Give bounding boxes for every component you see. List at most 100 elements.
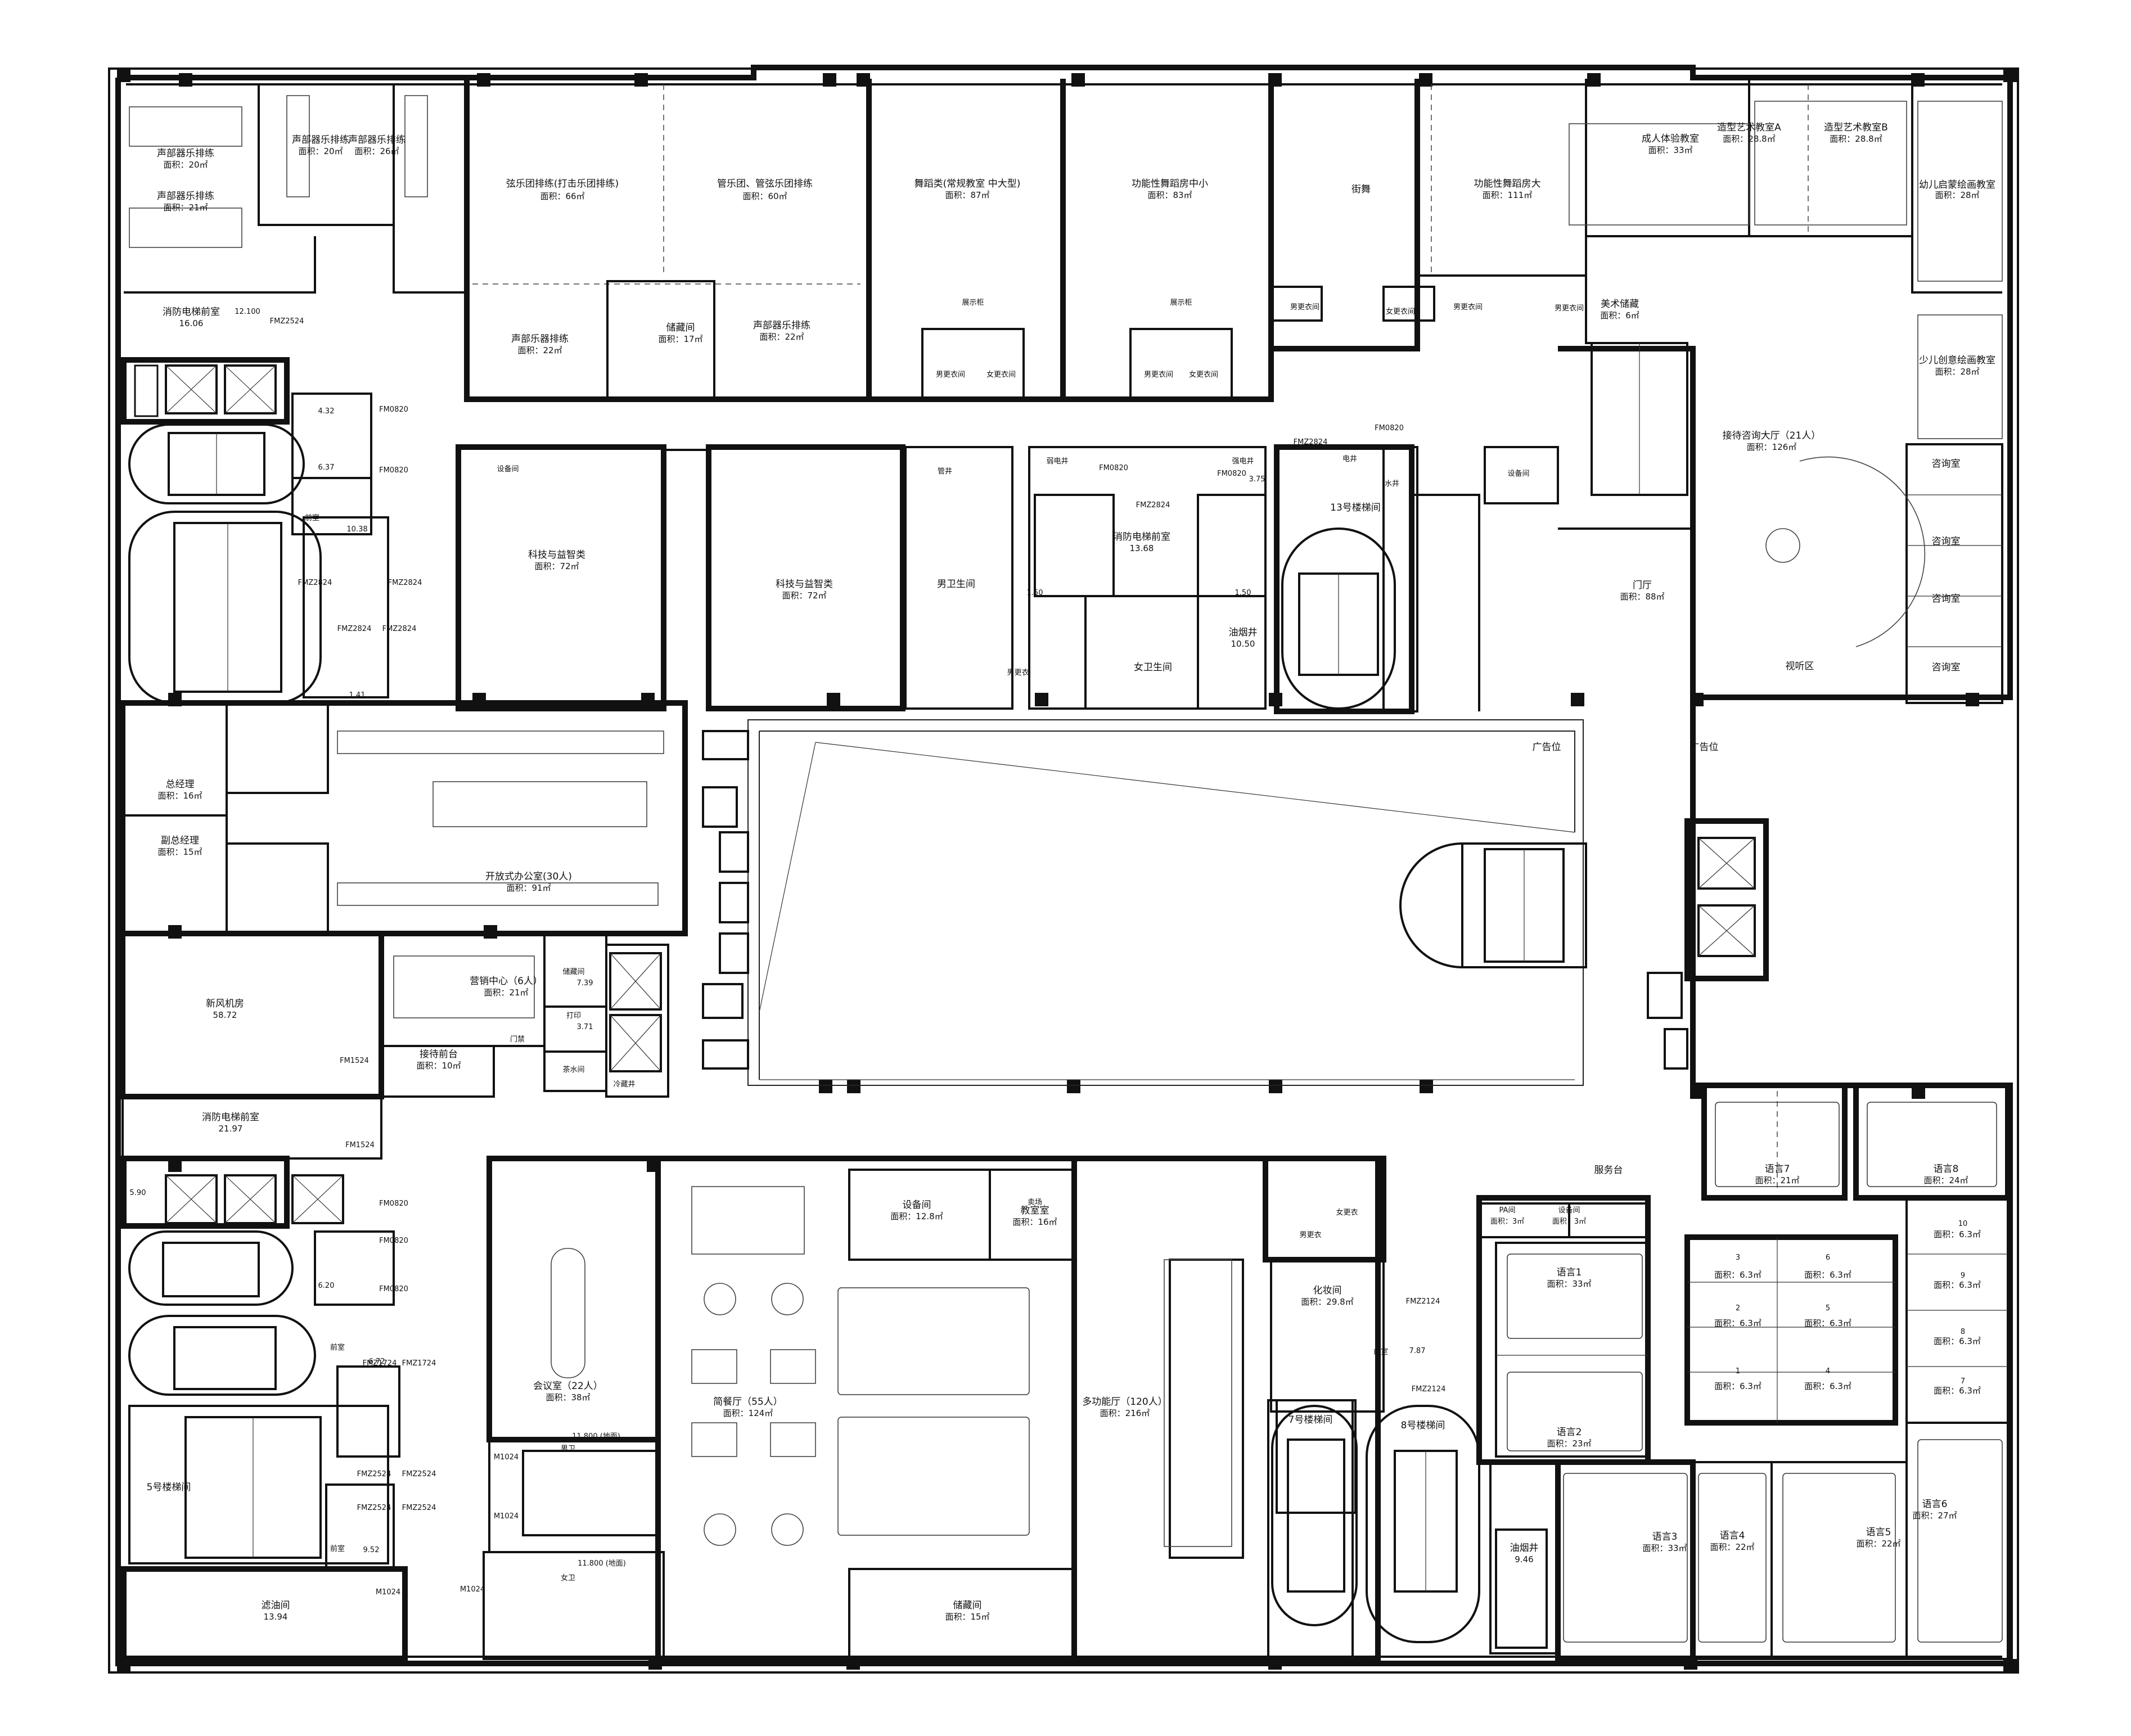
room-name: 语言5: [1866, 1527, 1891, 1538]
room-area: 13.68: [1130, 543, 1154, 553]
room-name: 设备间: [1558, 1206, 1580, 1215]
room-name: 新风机房: [206, 998, 244, 1009]
door-code: FMZ2824: [1136, 501, 1170, 509]
room-area: 面积：21㎡: [484, 988, 528, 998]
room-name: 功能性舞蹈房大: [1474, 178, 1541, 190]
room-name: 多功能厅（120人）: [1082, 1396, 1167, 1408]
room-area: 面积：29.8㎡: [1301, 1297, 1353, 1307]
room-area: 面积：60㎡: [742, 191, 787, 201]
room-area: 面积：6.3㎡: [1934, 1386, 1981, 1396]
room-area: 面积：6.3㎡: [1714, 1270, 1761, 1280]
room-name: 咨询室: [1932, 593, 1961, 605]
room-name: 视听区: [1786, 661, 1814, 672]
room-name: 男更衣间: [1555, 304, 1584, 313]
room-area: 面积：6.3㎡: [1804, 1318, 1851, 1328]
room-area: 面积：38㎡: [546, 1392, 590, 1403]
room-name: 服务台: [1594, 1165, 1623, 1176]
room-name: 13号楼梯间: [1330, 502, 1381, 513]
door-code: FM0820: [379, 405, 408, 414]
room-area: 面积：6.3㎡: [1934, 1280, 1981, 1290]
room-area: 面积：33㎡: [1642, 1543, 1687, 1553]
room-name: 声部器乐排练: [157, 191, 214, 202]
room-name: 储藏间: [953, 1600, 982, 1611]
door-code: FMZ2124: [1412, 1385, 1446, 1394]
area-tag: 6.72: [369, 1358, 385, 1366]
room-name: 弦乐团排练(打击乐团排练): [506, 178, 619, 190]
door-code: FMZ2824: [382, 625, 417, 633]
room-name: 电井: [1342, 455, 1357, 463]
room-name: 展示柜: [1170, 299, 1192, 307]
room-number: 5: [1826, 1304, 1830, 1313]
south-block-walls: [483, 1083, 2011, 1662]
room-name: 舞蹈类(常规教室 中大型): [914, 178, 1021, 190]
room-name: 储藏间: [666, 322, 695, 333]
room-name: 功能性舞蹈房中小: [1132, 178, 1208, 190]
room-number: 2: [1736, 1304, 1740, 1313]
room-name: 茶水间: [562, 1065, 584, 1074]
room-name: 女更衣: [1336, 1208, 1358, 1217]
room-area: 面积：3㎡: [1490, 1218, 1524, 1226]
room-name: 造型艺术教室B: [1824, 122, 1888, 133]
door-code: FM0820: [379, 1237, 408, 1245]
door-code: FM0820: [379, 1285, 408, 1293]
room-area: 面积：22㎡: [1856, 1539, 1900, 1549]
room-name: 门厅: [1633, 580, 1652, 591]
room-name: 前室: [305, 513, 319, 522]
room-name: 咨询室: [1932, 536, 1961, 547]
room-area: 面积：16㎡: [1012, 1217, 1057, 1227]
room-name: 前室: [1373, 1347, 1388, 1356]
room-name: 前室: [330, 1343, 345, 1352]
room-name: 声部器乐排练: [157, 148, 214, 159]
room-name: 声部器乐排练: [348, 134, 406, 146]
room-name: 男卫生间: [937, 579, 975, 590]
room-name: 消防电梯前室: [1113, 531, 1170, 543]
room-name: 弱电井: [1046, 457, 1068, 466]
room-area: 面积：216㎡: [1100, 1408, 1150, 1418]
room-name: 5号楼梯间: [147, 1482, 191, 1493]
room-area: 面积：10㎡: [416, 1061, 461, 1071]
area-tag: 1.50: [1235, 589, 1251, 597]
door-code: FM0820: [379, 1200, 408, 1208]
room-area: 面积：66㎡: [540, 191, 584, 201]
room-area: 面积：6㎡: [1600, 310, 1639, 321]
atrium-void: [702, 719, 1769, 1086]
room-area: 面积：26㎡: [354, 146, 399, 156]
room-name: 语言2: [1557, 1427, 1582, 1438]
area-tag: 10.38: [346, 525, 367, 534]
room-area: 面积：6.3㎡: [1934, 1229, 1981, 1239]
door-code: FM1524: [345, 1141, 375, 1149]
area-tag: 7.87: [1409, 1347, 1426, 1355]
room-name: 储藏间: [562, 968, 584, 976]
room-number: 10: [1958, 1220, 1968, 1228]
west-core: [121, 357, 408, 1662]
room-name: 接待前台: [420, 1049, 458, 1060]
room-name: 打印: [566, 1012, 581, 1020]
room-area: 面积：20㎡: [163, 160, 208, 170]
room-name: 管乐团、管弦乐团排练: [717, 178, 813, 190]
room-area: 面积：88㎡: [1620, 592, 1664, 602]
door-code: FMZ2124: [1406, 1297, 1440, 1306]
room-area: 16.06: [179, 318, 204, 328]
area-tag: 6.37: [318, 463, 335, 472]
area-tag: 4.32: [318, 407, 335, 416]
room-area: 面积：15㎡: [945, 1612, 989, 1622]
room-name: 7号楼梯间: [1288, 1414, 1333, 1426]
room-area: 面积：6.3㎡: [1804, 1270, 1851, 1280]
room-area: 面积：6.3㎡: [1714, 1381, 1761, 1391]
room-name: 街舞: [1351, 184, 1371, 195]
room-area: 面积：72㎡: [534, 561, 579, 571]
room-name: PA间: [1499, 1206, 1516, 1215]
room-area: 面积：87㎡: [945, 190, 989, 200]
room-name: 咨询室: [1932, 458, 1961, 470]
room-area: 面积：28.8㎡: [1723, 134, 1775, 144]
room-area: 面积：20㎡: [298, 146, 343, 156]
room-area: 面积：28㎡: [1935, 190, 1979, 200]
room-name: 消防电梯前室: [163, 306, 220, 318]
room-name: 语言7: [1765, 1164, 1790, 1175]
elevation-tag: 11.800 (地面): [572, 1432, 620, 1441]
room-area: 面积：124㎡: [723, 1408, 773, 1418]
door-code: FMZ2824: [298, 579, 332, 587]
room-area: 面积：21㎡: [1755, 1175, 1799, 1185]
room-labels: 声部器乐排练 面积：20㎡ 声部器乐排练 面积：21㎡ 声部器乐排练 面积：20…: [147, 122, 1995, 1622]
seating-furniture: [129, 95, 2003, 1643]
